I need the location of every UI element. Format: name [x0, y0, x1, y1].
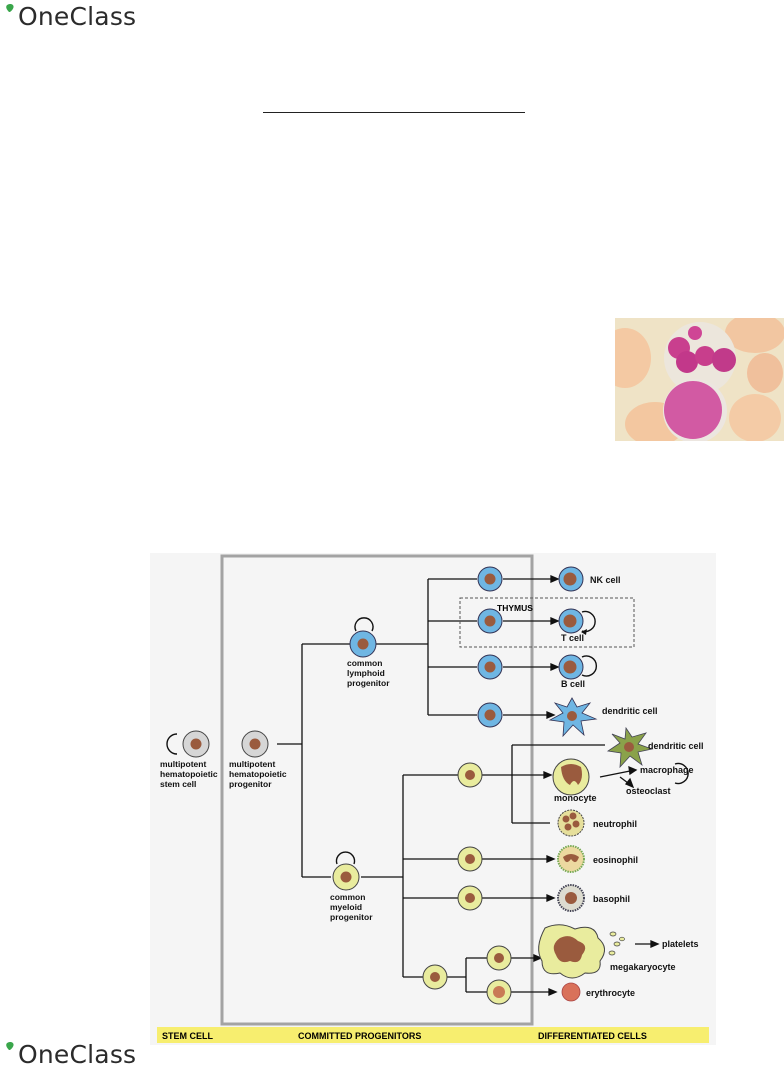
common-myeloid-progenitor-cell [332, 863, 360, 891]
brand-name: OneClass [18, 2, 137, 31]
common-lymphoid-progenitor-cell [349, 630, 377, 658]
basophil [557, 884, 585, 912]
eosinophil [557, 845, 585, 873]
lymphoid-precursor-cells [477, 566, 503, 728]
hematopoiesis-diagram: STEM CELL COMMITTED PROGENITORS DIFFEREN… [150, 553, 716, 1045]
t-cell [558, 608, 584, 634]
erythrocyte [561, 982, 581, 1002]
b-cell-label: B cell [561, 679, 585, 689]
myeloid-precursor-cells [422, 762, 512, 1005]
title-underline [263, 112, 525, 113]
platelets-label: platelets [662, 939, 699, 949]
monocyte [552, 758, 590, 796]
multipotent-stem-cell [182, 730, 210, 758]
blood-smear-image [615, 318, 784, 441]
macrophage-label: macrophage [640, 765, 694, 775]
committed-progenitors-box [220, 554, 534, 1026]
self-renewal-loops [166, 610, 689, 865]
oneclass-logo: OneClass [2, 2, 136, 31]
oneclass-logo-footer: OneClass [2, 1040, 136, 1069]
dendritic-cell-lymphoid-label: dendritic cell [602, 706, 658, 716]
basophil-label: basophil [593, 894, 630, 904]
thymus-box [459, 597, 635, 648]
stage-stem-cell: STEM CELL [162, 1031, 214, 1041]
lineage-lines [277, 578, 605, 993]
osteoclast-label: osteoclast [626, 786, 671, 796]
eosinophil-label: eosinophil [593, 855, 638, 865]
megakaryocyte-label: megakaryocyte [610, 962, 676, 972]
lymphoid-dendritic-cell [548, 697, 598, 738]
diagram-background [150, 553, 716, 1045]
nk-cell [558, 566, 584, 592]
dendritic-cell-myeloid-label: dendritic cell [648, 741, 704, 751]
leaf-icon [6, 4, 14, 12]
thymus-label: THYMUS [497, 603, 533, 613]
nk-cell-label: NK cell [590, 575, 621, 585]
erythrocyte-label: erythrocyte [586, 988, 635, 998]
megakaryocyte [538, 924, 625, 979]
monocyte-label: monocyte [554, 793, 597, 803]
stage-differentiated-cells: DIFFERENTIATED CELLS [538, 1031, 647, 1041]
brand-name: OneClass [18, 1040, 137, 1069]
stage-committed-progenitors: COMMITTED PROGENITORS [298, 1031, 421, 1041]
multipotent-progenitor-cell [241, 730, 269, 758]
stage-bar [157, 1027, 709, 1043]
neutrophil-label: neutrophil [593, 819, 637, 829]
b-cell [558, 654, 584, 680]
leaf-icon [6, 1042, 14, 1050]
t-cell-label: T cell [561, 633, 584, 643]
neutrophil [557, 809, 585, 837]
myeloid-dendritic-cell [606, 726, 654, 769]
